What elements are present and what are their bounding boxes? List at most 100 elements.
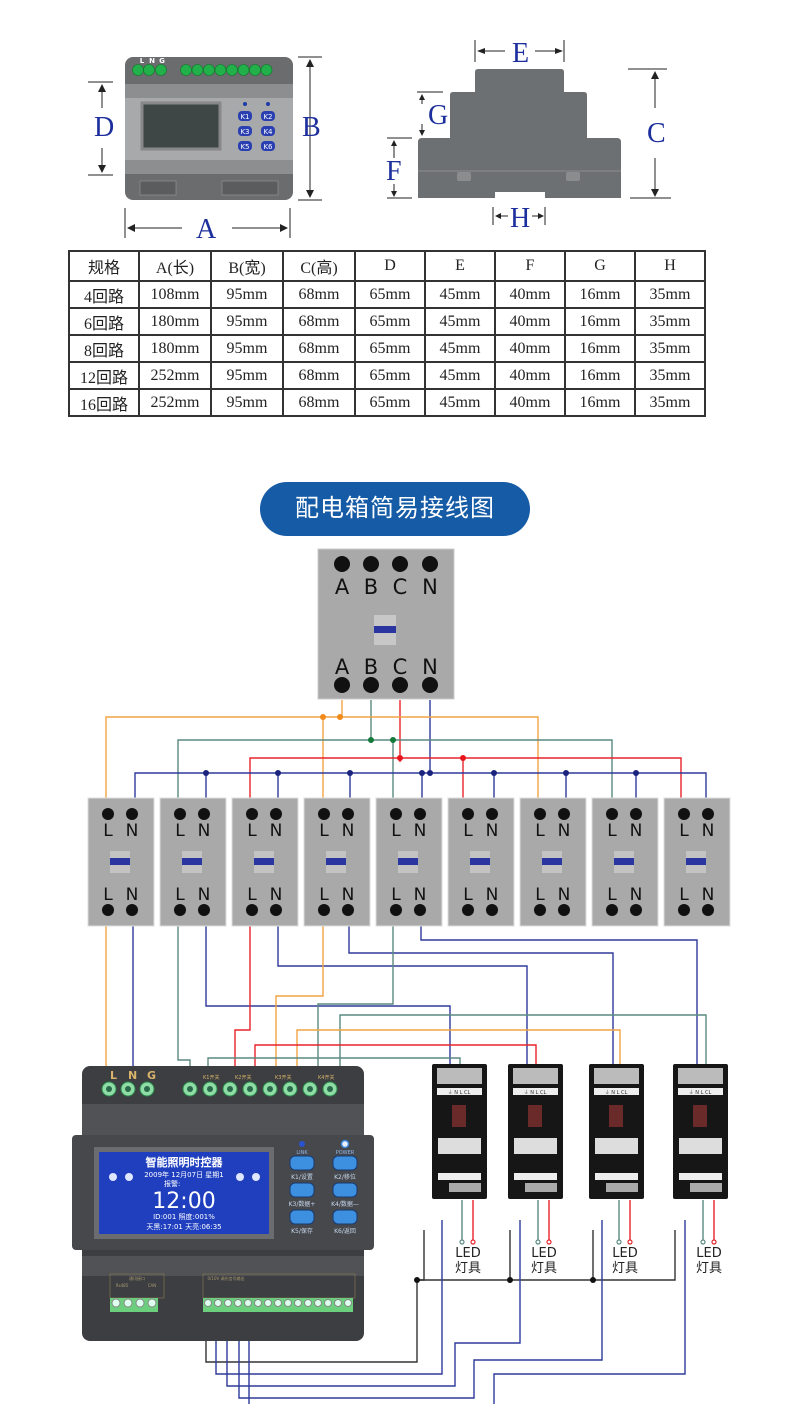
junction-dot [633, 770, 639, 776]
main-breaker-label: A [335, 655, 350, 679]
wire [226, 1220, 521, 1387]
screw-terminal-icon [314, 1299, 322, 1307]
link-led-icon [299, 1141, 305, 1147]
wires [105, 700, 715, 1404]
wire [134, 772, 707, 798]
breaker-label: N [270, 821, 283, 841]
junction-dot [414, 1277, 420, 1283]
breaker-label: L [319, 821, 329, 841]
breaker-label: L [679, 885, 689, 905]
key-label: K2 [263, 113, 272, 121]
table-cell: 40mm [494, 388, 566, 417]
breaker-label: N [702, 821, 715, 841]
led-output-terminal-icon [616, 1239, 622, 1245]
breaker-label: N [702, 885, 715, 905]
terminal-hole [198, 904, 210, 916]
terminal-label: G [159, 57, 165, 65]
terminal-hole [606, 808, 618, 820]
terminal-icon [155, 64, 167, 76]
breaker-label: N [558, 821, 571, 841]
table-cell: 45mm [424, 388, 496, 417]
dim-output-label: 0/10V 调光信号输出 [208, 1275, 245, 1281]
terminal-hole [486, 808, 498, 820]
lcd-bird-icons [109, 1173, 260, 1181]
relay-label: K3开关 [275, 1074, 291, 1081]
led-icon [266, 102, 270, 106]
main-breaker-label: B [364, 575, 378, 599]
table-header-cell: E [424, 250, 496, 282]
dim-label-a: A [196, 214, 217, 245]
breaker-switch [110, 858, 130, 865]
junction-dot [427, 770, 433, 776]
driver-terminal-strip [513, 1068, 558, 1084]
breaker-switch [542, 858, 562, 865]
screw-terminal-icon [254, 1299, 262, 1307]
terminal-hole [414, 808, 426, 820]
lighting-controller: L N G K1开关 K2开关 K3开关 K4开关 智能照明时控器 2009年 … [72, 1066, 374, 1341]
key-button [238, 141, 252, 151]
breaker-label: N [630, 885, 643, 905]
table-header-row: 规格 A(长) B(宽) C(高) D E F G H [68, 250, 706, 282]
main-breaker: A B C N A B C N [317, 548, 455, 700]
terminal-hole [392, 677, 408, 693]
table-cell: 180mm [138, 334, 212, 363]
table-cell: 95mm [210, 361, 284, 390]
dim-label-e: E [512, 38, 530, 69]
dim-label-d: D [94, 112, 115, 143]
terminal-hole [102, 808, 114, 820]
driver-terminal-label: ⏚ N L CL [689, 1089, 712, 1096]
table-header-cell: G [564, 250, 636, 282]
led-label: LED [696, 1246, 721, 1261]
terminal-icon [226, 64, 238, 76]
lcd-title: 智能照明时控器 [146, 1155, 224, 1169]
table-cell: 8回路 [68, 334, 140, 363]
main-breaker-label: C [393, 655, 408, 679]
breaker-label: L [175, 885, 185, 905]
breaker-label: N [558, 885, 571, 905]
controller-button [289, 1182, 315, 1198]
controller-button-label: K6/返回 [334, 1228, 356, 1235]
breaker-label: L [103, 885, 113, 905]
led-label: LED [531, 1246, 556, 1261]
breaker-label: N [126, 821, 139, 841]
junction-dot [491, 770, 497, 776]
terminal-hole [462, 808, 474, 820]
wire [249, 757, 682, 798]
rs485-label: Rs485 [116, 1283, 129, 1288]
breaker-label: L [535, 821, 545, 841]
breaker-label: L [175, 821, 185, 841]
controller-button [332, 1155, 358, 1171]
screw-terminal-icon [234, 1299, 242, 1307]
terminal-hole [126, 808, 138, 820]
indicator-label: POWER [336, 1150, 355, 1156]
table-header-cell: F [494, 250, 566, 282]
main-breaker-label: B [364, 655, 378, 679]
breaker-label: N [630, 821, 643, 841]
led-label: LED [612, 1246, 637, 1261]
driver-terminal-label: ⏚ N L CL [524, 1089, 547, 1096]
breaker-label: L [247, 885, 257, 905]
table-header-cell: D [354, 250, 426, 282]
terminal-icon [214, 64, 227, 76]
terminal-hole [174, 904, 186, 916]
breaker-label: L [247, 821, 257, 841]
table-cell: 180mm [138, 307, 212, 336]
wire [339, 1014, 707, 1072]
dim-label-c: C [647, 118, 666, 149]
table-cell: 65mm [354, 334, 426, 363]
fixture-label: 灯具 [455, 1261, 481, 1276]
terminal-hole [392, 556, 408, 572]
terminal-hole [462, 904, 474, 916]
breaker-label: N [486, 885, 499, 905]
table-cell: 16mm [564, 388, 636, 417]
wire [234, 926, 251, 1070]
controller-button [289, 1155, 315, 1171]
table-cell: 45mm [424, 307, 496, 336]
dim-label-b: B [302, 112, 321, 143]
led-output-terminal-icon [700, 1239, 706, 1245]
